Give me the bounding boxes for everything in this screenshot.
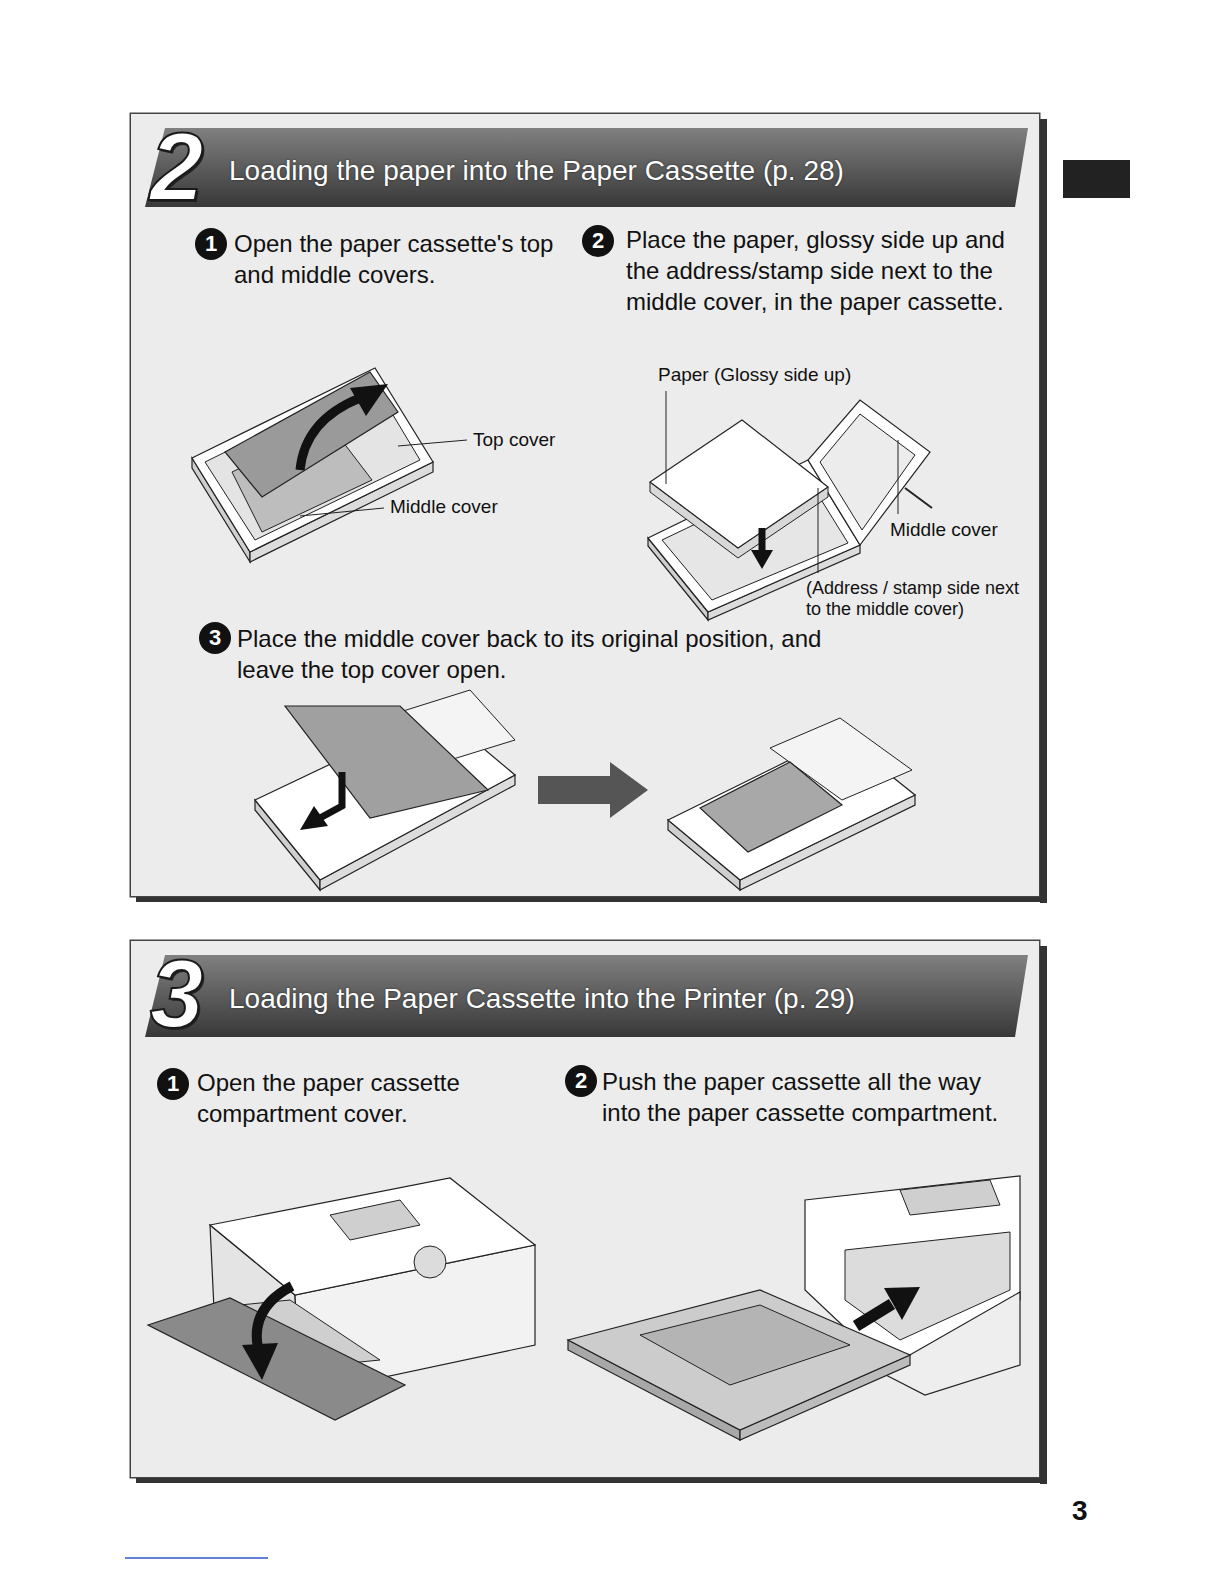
leader-line <box>818 488 819 573</box>
section-panel: Loading the Paper Cassette into the Prin… <box>130 940 1040 1478</box>
section-number: 3 <box>150 946 203 1042</box>
leader-line <box>898 440 899 514</box>
arrow <box>257 1286 292 1348</box>
panel-shadow <box>136 1478 1047 1483</box>
step-text: Place the paper, glossy side up and the … <box>626 224 1018 317</box>
panel-shadow <box>136 897 1047 902</box>
section-number: 2 <box>150 119 203 215</box>
middle-cover <box>820 414 915 530</box>
leader-line <box>398 440 467 446</box>
part-label: (Address / stamp side next to the middle… <box>806 578 1038 620</box>
section-heading: Loading the paper into the Paper Cassett… <box>229 154 844 188</box>
panel-shadow <box>1040 946 1047 1484</box>
arrow <box>856 1304 892 1326</box>
step-number: 2 <box>565 1065 597 1097</box>
arrow <box>300 398 360 470</box>
arrow <box>350 384 388 416</box>
middle-cover <box>285 706 488 818</box>
step-number: 1 <box>157 1068 189 1100</box>
step-text: Open the paper cassette's top and middle… <box>234 228 554 290</box>
paper <box>650 420 828 548</box>
printer-screen <box>900 1180 1000 1215</box>
header-band <box>145 955 1028 1037</box>
cover-stand <box>905 488 932 508</box>
arrow <box>300 806 328 830</box>
panel-ground <box>130 113 1040 897</box>
top-cover <box>640 1305 850 1385</box>
step-number-text: 3 <box>209 627 221 649</box>
compartment-cover <box>148 1298 405 1420</box>
part-label: Paper (Glossy side up) <box>658 363 851 387</box>
step-number-text: 2 <box>575 1070 587 1092</box>
middle-cover <box>700 762 842 852</box>
arrow <box>759 528 766 552</box>
printer <box>210 1178 535 1295</box>
cassette <box>192 368 433 552</box>
step-number-text: 1 <box>167 1073 179 1095</box>
footer-rule <box>125 1557 268 1559</box>
step-number: 3 <box>199 622 231 654</box>
arrow <box>320 772 342 818</box>
printer-button <box>414 1246 446 1278</box>
part-label: Top cover <box>473 428 555 452</box>
step-text: Open the paper cassette compartment cove… <box>197 1067 497 1129</box>
cassette <box>568 1290 910 1430</box>
part-label: Middle cover <box>890 518 998 542</box>
step-number: 1 <box>195 228 227 260</box>
section-tab <box>1063 160 1130 198</box>
leader-line <box>666 391 667 484</box>
step-text: Push the paper cassette all the way into… <box>602 1066 1022 1128</box>
panel-shadow <box>1040 119 1047 903</box>
top-cover <box>225 372 398 497</box>
step-number-text: 1 <box>205 233 217 255</box>
section-heading: Loading the Paper Cassette into the Prin… <box>229 982 855 1016</box>
step-arrow <box>538 762 648 818</box>
step-text: Place the middle cover back to its origi… <box>237 623 837 685</box>
leader-line <box>300 508 384 516</box>
panel-ground <box>130 940 1040 1478</box>
part-label: Middle cover <box>390 495 498 519</box>
arrow <box>884 1287 920 1320</box>
arrow <box>242 1343 278 1380</box>
header-band <box>145 128 1028 207</box>
printer-screen <box>330 1200 420 1240</box>
arrow <box>751 550 773 569</box>
step-number: 2 <box>582 225 614 257</box>
step-number-text: 2 <box>592 230 604 252</box>
page-number: 3 <box>1072 1494 1088 1528</box>
